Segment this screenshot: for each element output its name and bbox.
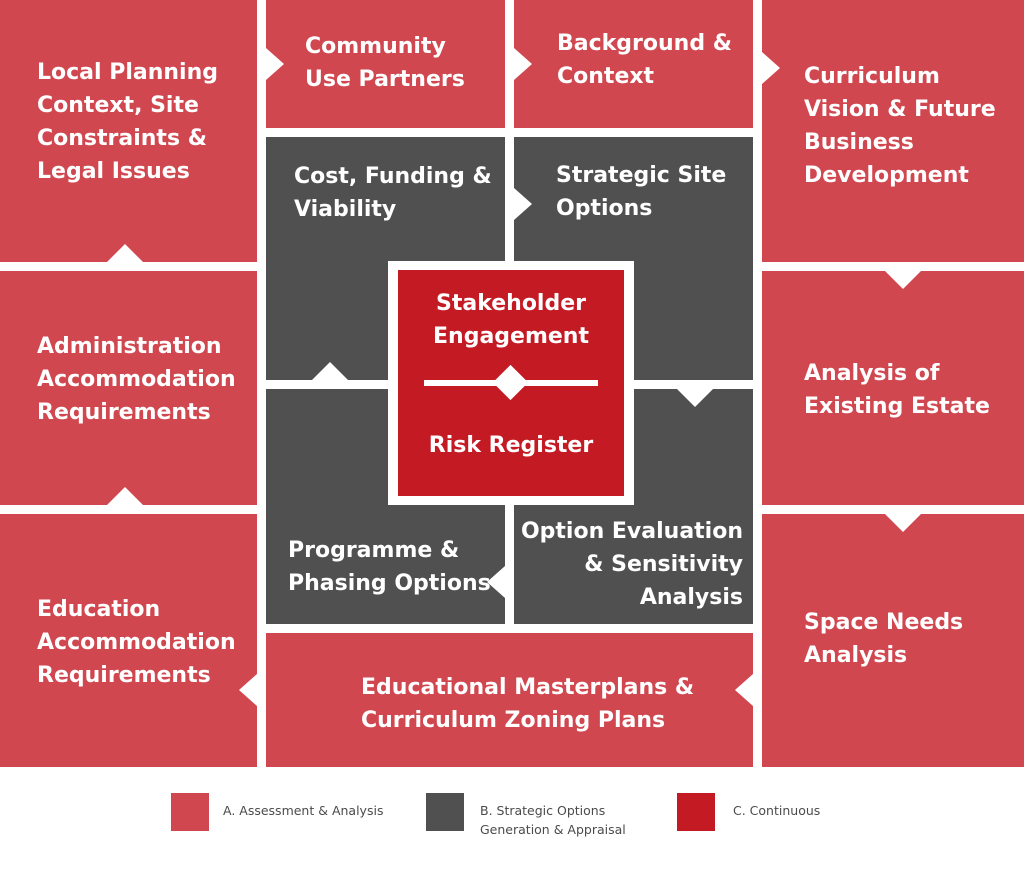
label-space-needs: Space Needs Analysis <box>804 610 964 668</box>
legend-swatch-assessment <box>171 793 209 831</box>
notch-education-left <box>239 674 257 706</box>
label-local-planning: Local Planning Context, Site Constraints… <box>37 60 219 184</box>
block-community-use <box>266 0 505 128</box>
legend-swatch-continuous <box>677 793 715 831</box>
notch-option-evaluation-down <box>677 389 713 407</box>
notch-masterplans-left <box>735 674 753 706</box>
block-existing-estate <box>762 271 1024 505</box>
block-curriculum-vision <box>762 0 1024 262</box>
block-administration <box>0 271 257 505</box>
label-background: Background & Context <box>557 31 732 89</box>
label-curriculum-vision: Curriculum Vision & Future Business Deve… <box>804 64 996 188</box>
label-education: Education Accommodation Requirements <box>37 597 236 688</box>
block-masterplans <box>266 633 753 767</box>
notch-local-planning-up <box>107 244 143 262</box>
label-strategic-site: Strategic Site Options <box>556 163 727 221</box>
notch-community-right <box>266 48 284 80</box>
legend-label-strategic: B. Strategic Options Generation & Apprai… <box>480 803 626 837</box>
notch-existing-estate-down <box>885 271 921 289</box>
legend-label-continuous: C. Continuous <box>733 803 821 818</box>
label-programme-phasing: Programme & Phasing Options <box>288 538 491 596</box>
label-community-use: Community Use Partners <box>305 34 465 92</box>
notch-cost-funding-up <box>312 362 348 380</box>
notch-administration-up <box>107 487 143 505</box>
label-masterplans: Educational Masterplans & Curriculum Zon… <box>361 675 695 733</box>
block-education <box>0 514 257 767</box>
legend-swatch-strategic <box>426 793 464 831</box>
notch-background-right <box>514 48 532 80</box>
notch-space-needs-down <box>885 514 921 532</box>
label-stakeholder-engagement: Stakeholder Engagement <box>433 291 589 349</box>
label-administration: Administration Accommodation Requirement… <box>37 334 236 425</box>
legend-label-assessment: A. Assessment & Analysis <box>223 803 384 818</box>
block-space-needs <box>762 514 1024 767</box>
block-local-planning <box>0 0 257 262</box>
notch-curriculum-right <box>762 52 780 84</box>
block-background <box>514 0 753 128</box>
label-existing-estate: Analysis of Existing Estate <box>804 361 990 419</box>
label-risk-register: Risk Register <box>428 433 594 458</box>
notch-strategic-site-right <box>514 188 532 220</box>
label-option-evaluation: Option Evaluation & Sensitivity Analysis <box>520 519 743 610</box>
notch-programme-left <box>487 566 505 598</box>
label-cost-funding: Cost, Funding & Viability <box>294 164 492 222</box>
